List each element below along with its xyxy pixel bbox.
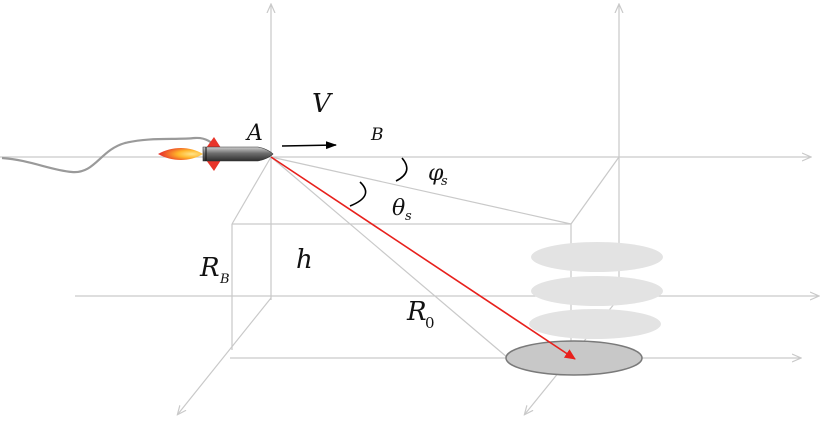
- theta-label: θ: [392, 196, 405, 221]
- box-right-diagonal: [570, 156, 620, 225]
- slant-range-arrow: [270, 156, 576, 360]
- velocity-label: V: [312, 89, 333, 119]
- ghost-ellipse-3: [529, 309, 661, 339]
- missile-fin-bottom: [206, 160, 221, 171]
- phi-angle-arc: [395, 157, 408, 182]
- ground-projection-ray: [270, 156, 509, 359]
- height-label: h: [296, 245, 313, 275]
- theta-subscript: s: [405, 209, 412, 224]
- r0-subscript: 0: [425, 314, 435, 332]
- box-left-diagonal: [231, 156, 272, 225]
- missile-icon: [158, 137, 274, 171]
- point-a-label: A: [245, 121, 263, 146]
- missile-body: [202, 146, 274, 162]
- rb-subscript: B: [219, 272, 230, 287]
- velocity-arrow: [281, 141, 337, 150]
- theta-angle-arc: [349, 181, 367, 207]
- missile-fin-top: [206, 137, 221, 148]
- axis-depth-left: [178, 297, 272, 414]
- phi-label: φ: [428, 161, 444, 186]
- phi-subscript: s: [441, 174, 448, 189]
- point-b-label: B: [370, 125, 384, 145]
- target-projections: [529, 242, 663, 339]
- azimuth-ray: [270, 156, 572, 225]
- ghost-ellipse-2: [531, 276, 663, 306]
- rb-label: R: [199, 253, 220, 283]
- missile-flame: [158, 148, 203, 160]
- ghost-ellipse-1: [531, 242, 663, 272]
- r0-label: R: [406, 297, 427, 327]
- smoke-trail-icon: [1, 136, 223, 174]
